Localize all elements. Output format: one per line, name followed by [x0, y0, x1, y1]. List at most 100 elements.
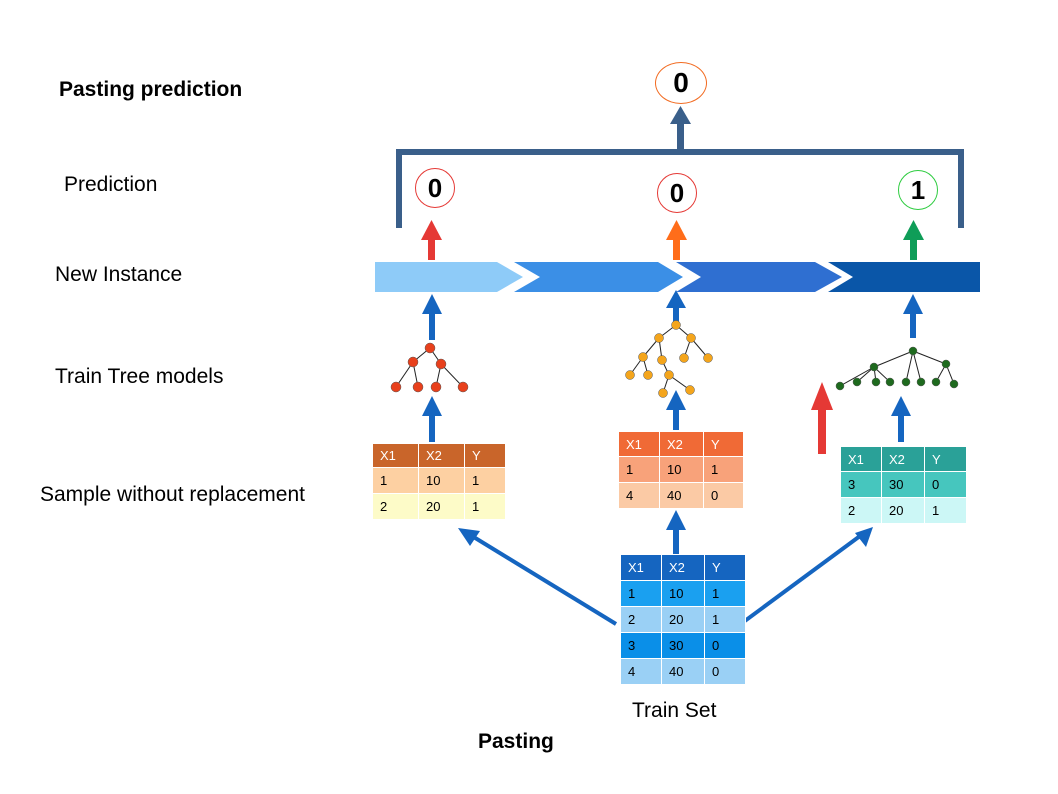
column-header: X2: [881, 446, 925, 472]
tree-node: [852, 377, 862, 387]
pasting-prediction-label: Pasting prediction: [59, 78, 243, 101]
table-cell: 40: [661, 658, 705, 685]
prediction-arrow-1: [421, 220, 442, 260]
tree-to-instance-arrow-1: [422, 294, 442, 340]
table-cell: 0: [703, 482, 744, 509]
new-instance-band: [375, 262, 980, 292]
table-cell: 1: [372, 467, 419, 494]
sample-to-tree-arrow-1: [422, 396, 442, 442]
column-header: X2: [659, 431, 704, 457]
aggregation-arrow: [670, 106, 691, 152]
tree-node: [679, 353, 689, 363]
tree-model-3: [835, 346, 959, 391]
table-cell: 1: [618, 456, 660, 483]
table-cell: 10: [659, 456, 704, 483]
table-cell: 0: [704, 632, 746, 659]
tree-node: [686, 333, 696, 343]
table-cell: 1: [620, 580, 662, 607]
tree-node: [638, 352, 648, 362]
table-row: 1 10 1: [372, 467, 506, 494]
tree-edge: [912, 350, 947, 365]
table-cell: 3: [620, 632, 662, 659]
tree-node: [658, 388, 668, 398]
prediction-arrow-2: [666, 220, 687, 260]
table-cell: 20: [418, 493, 465, 520]
tree-node: [457, 381, 469, 393]
red-arrow: [811, 382, 833, 454]
tree-node: [908, 346, 918, 356]
tree-node: [941, 359, 951, 369]
prediction-2: 0: [657, 173, 697, 213]
tree-edge: [839, 366, 875, 387]
tree-to-instance-arrow-2: [666, 290, 686, 322]
tree-model-2: [625, 320, 713, 398]
table-cell: 2: [372, 493, 419, 520]
column-header: X1: [618, 431, 660, 457]
table-cell: 10: [418, 467, 465, 494]
table-cell: 4: [618, 482, 660, 509]
table-cell: 30: [881, 471, 925, 498]
tree-edge: [912, 350, 922, 383]
table-cell: 1: [703, 456, 744, 483]
prediction-3: 1: [898, 170, 938, 210]
prediction-1: 0: [415, 168, 455, 208]
table-cell: 0: [704, 658, 746, 685]
table-cell: 0: [924, 471, 967, 498]
table-cell: 20: [661, 606, 705, 633]
table-cell: 1: [924, 497, 967, 524]
tree-node: [931, 377, 941, 387]
tree-node: [654, 333, 664, 343]
table-cell: 1: [464, 467, 506, 494]
table-row: 4 40 0: [618, 482, 744, 509]
column-header: X1: [372, 443, 419, 468]
tree-node: [435, 358, 447, 370]
table-cell: 10: [661, 580, 705, 607]
table-cell: 3: [840, 471, 882, 498]
tree-node: [625, 370, 635, 380]
train-set-label: Train Set: [632, 699, 717, 722]
table-cell: 1: [464, 493, 506, 520]
tree-node: [885, 377, 895, 387]
table-cell: 1: [704, 606, 746, 633]
sample-table-2: X1 X2 Y 1 10 1 4 40 0: [618, 431, 744, 509]
tree-node: [869, 362, 879, 372]
tree-node: [412, 381, 424, 393]
sample-without-replacement-label: Sample without replacement: [40, 483, 305, 506]
column-header: Y: [924, 446, 967, 472]
table-row: 2 20 1: [840, 497, 967, 524]
sample-to-tree-arrow-2: [666, 390, 686, 430]
tree-node: [643, 370, 653, 380]
prediction-arrow-3: [903, 220, 924, 260]
table-cell: 30: [661, 632, 705, 659]
final-prediction: 0: [655, 62, 707, 104]
column-header: Y: [464, 443, 506, 468]
table-row: 2 20 1: [620, 606, 746, 633]
train-tree-models-label: Train Tree models: [55, 365, 224, 388]
table-cell: 20: [881, 497, 925, 524]
tree-node: [835, 381, 845, 391]
tree-node: [871, 377, 881, 387]
column-header: Y: [704, 554, 746, 581]
pasting-title: Pasting: [478, 730, 554, 753]
tree-node: [657, 355, 667, 365]
tree-node: [424, 342, 436, 354]
tree-edge: [873, 350, 914, 368]
prediction-label: Prediction: [64, 173, 158, 196]
tree-node: [949, 379, 959, 389]
tree-node: [685, 385, 695, 395]
column-header: X1: [840, 446, 882, 472]
tree-node: [664, 370, 674, 380]
column-header: X2: [418, 443, 465, 468]
tree-node: [407, 356, 419, 368]
table-cell: 1: [704, 580, 746, 607]
train-to-sample-arrow-1: [458, 528, 618, 626]
tree-edge: [440, 363, 464, 388]
train-to-sample-arrow-2: [666, 510, 686, 556]
table-row: 3 30 0: [840, 471, 967, 498]
sample-to-tree-arrow-3: [891, 396, 911, 442]
tree-node: [671, 320, 681, 330]
table-row: 3 30 0: [620, 632, 746, 659]
table-row: 4 40 0: [620, 658, 746, 685]
tree-node: [916, 377, 926, 387]
